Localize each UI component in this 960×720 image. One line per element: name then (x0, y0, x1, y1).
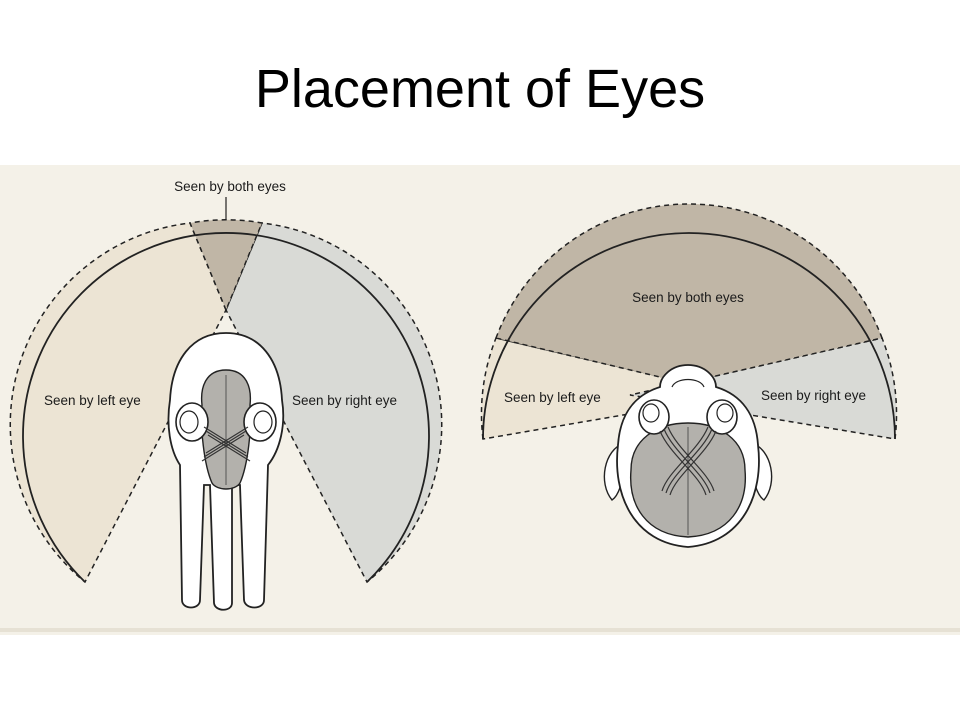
right-diagram: Seen by both eyes Seen by left eye Seen … (480, 203, 898, 548)
right-eye-icon (243, 402, 277, 442)
left-eye-icon (175, 402, 209, 442)
field-outer-arc (22, 232, 430, 583)
right-diagram-left-eye-field (480, 337, 741, 440)
figure-scan: Seen by both eyes Seen by left eye Seen … (0, 165, 960, 635)
left-diagram: Seen by both eyes Seen by left eye Seen … (9, 179, 443, 611)
right-diagram-left-eye-icon (638, 399, 670, 435)
right-diagram-binocular-field (494, 203, 884, 384)
right-diagram-outer-arc (482, 232, 896, 440)
left-label-both: Seen by both eyes (174, 179, 286, 194)
snout (671, 378, 705, 388)
left-label-left: Seen by left eye (44, 393, 141, 408)
right-diagram-right-eye-icon (706, 399, 738, 435)
right-label-right: Seen by right eye (761, 388, 866, 403)
optic-nerves (201, 426, 251, 462)
right-label-both: Seen by both eyes (632, 290, 744, 305)
right-label-left: Seen by left eye (504, 390, 601, 405)
right-diagram-optic-nerves (659, 426, 717, 496)
left-label-right: Seen by right eye (292, 393, 397, 408)
slide-title: Placement of Eyes (254, 59, 706, 119)
